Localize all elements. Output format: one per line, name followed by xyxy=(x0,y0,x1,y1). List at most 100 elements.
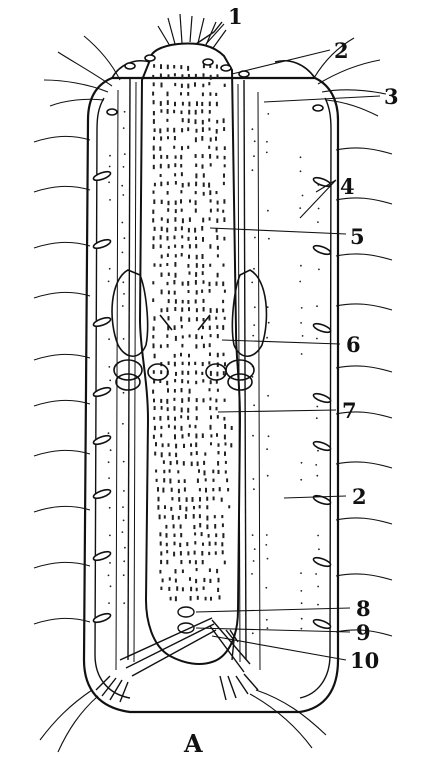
granule xyxy=(222,550,224,554)
granule xyxy=(168,201,170,205)
granule xyxy=(181,307,183,311)
granule xyxy=(182,335,184,338)
granule xyxy=(108,477,110,479)
granule xyxy=(153,343,155,348)
granule xyxy=(225,461,227,464)
granule xyxy=(174,534,176,537)
labels: 1 2 3 4 5 6 7 2 8 9 10 xyxy=(228,4,399,673)
granule xyxy=(216,433,218,437)
granule xyxy=(302,335,304,337)
granule xyxy=(181,74,183,79)
granule xyxy=(188,119,190,124)
lateral-pore xyxy=(312,176,331,188)
granule xyxy=(160,136,162,140)
granule xyxy=(209,353,211,357)
granule xyxy=(174,389,176,393)
granule xyxy=(209,244,211,249)
granule xyxy=(187,146,189,149)
granule xyxy=(202,271,204,275)
granule xyxy=(222,282,224,287)
granule xyxy=(153,146,155,151)
granule xyxy=(175,444,177,449)
granule xyxy=(216,308,218,313)
granule xyxy=(160,399,162,403)
granule xyxy=(180,353,182,357)
granule xyxy=(299,281,301,283)
granule xyxy=(181,209,183,212)
granule xyxy=(210,380,212,384)
granule xyxy=(168,425,170,428)
granule xyxy=(222,533,224,538)
granule xyxy=(188,307,190,311)
granule xyxy=(152,298,154,302)
granule xyxy=(166,119,168,122)
granule xyxy=(224,452,226,456)
granule xyxy=(195,191,197,194)
granule xyxy=(193,514,195,519)
granule xyxy=(210,209,212,213)
granule xyxy=(123,602,125,604)
granule xyxy=(202,254,204,259)
granule xyxy=(174,417,176,421)
granule xyxy=(216,191,218,194)
granule xyxy=(166,334,168,337)
granule xyxy=(159,128,161,133)
granule xyxy=(196,416,198,420)
granule xyxy=(187,551,189,555)
granule xyxy=(187,127,189,131)
seta-left xyxy=(34,136,90,142)
granule xyxy=(164,515,166,518)
granule xyxy=(181,253,183,257)
granule xyxy=(160,560,162,564)
granule xyxy=(161,227,163,231)
granule xyxy=(194,541,196,544)
granule xyxy=(175,596,177,601)
seta-left xyxy=(34,450,90,456)
granule xyxy=(122,531,124,533)
granule xyxy=(188,237,190,241)
granule xyxy=(161,255,163,259)
label-1: 1 xyxy=(228,4,243,29)
granule xyxy=(201,551,203,556)
granule xyxy=(197,461,199,466)
granule xyxy=(152,210,154,214)
granule xyxy=(266,619,268,621)
granule xyxy=(253,155,255,157)
granule xyxy=(167,128,169,132)
granule xyxy=(167,416,169,421)
granule xyxy=(176,460,178,464)
granule xyxy=(209,190,211,195)
granule xyxy=(222,523,224,527)
seta-left xyxy=(34,242,90,248)
granule xyxy=(199,505,201,508)
granule xyxy=(216,282,218,286)
seta-right xyxy=(336,254,392,260)
granule xyxy=(221,515,223,518)
granule xyxy=(108,461,110,463)
granule xyxy=(218,470,220,474)
granule xyxy=(208,361,210,364)
granule xyxy=(219,595,221,599)
granule xyxy=(217,246,219,250)
granule xyxy=(316,417,318,419)
granule xyxy=(209,282,211,286)
granule xyxy=(206,516,208,521)
granule xyxy=(175,181,177,185)
granule xyxy=(181,408,183,413)
granule xyxy=(174,379,176,382)
granule xyxy=(174,236,176,240)
granule xyxy=(251,573,253,575)
granule xyxy=(175,336,177,341)
granule xyxy=(173,110,175,113)
granule xyxy=(186,542,188,546)
granule xyxy=(224,164,226,167)
granule xyxy=(175,579,177,583)
granule xyxy=(195,344,197,348)
granule xyxy=(301,353,303,355)
granule xyxy=(187,416,189,420)
granule xyxy=(108,366,110,368)
granule xyxy=(301,628,303,630)
granule xyxy=(108,602,110,604)
granule xyxy=(301,618,303,620)
granule xyxy=(195,244,197,248)
